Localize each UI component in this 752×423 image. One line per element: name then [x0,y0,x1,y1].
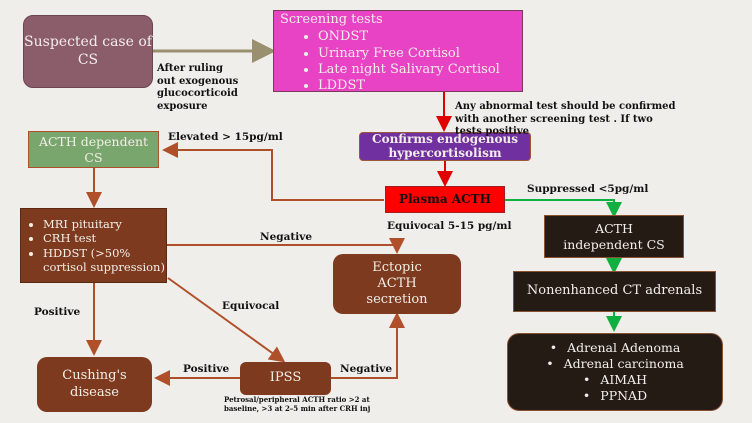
suppressed-label: Suppressed <5pg/ml [527,183,649,195]
ipss-note-label: Petrosal/peripheral ACTH ratio >2 at bas… [224,395,371,413]
arrow-ipss-ectopic [331,312,405,379]
cushings-node: Cushing's disease [37,357,152,412]
test-item: CRH test [43,231,166,245]
acth-independent-node: ACTH independent CS [544,215,684,258]
dependent-tests-node: MRI pituitary CRH test HDDST (>50% corti… [20,208,167,283]
adrenal-item: Adrenal Adenoma [546,340,684,356]
elevated-label: Elevated > 15pg/ml [168,131,283,143]
arrow-plasma-independent [505,199,622,218]
adrenal-list: Adrenal Adenoma Adrenal carcinoma AIMAH … [546,340,684,405]
equivocal-label: Equivocal [222,300,280,312]
screening-list: ONDST Urinary Free Cortisol Late night S… [280,29,500,94]
screening-title: Screening tests [280,12,383,27]
adrenal-list-node: Adrenal Adenoma Adrenal carcinoma AIMAH … [507,333,723,411]
arrow-tests-ectopic [167,238,405,254]
ipss-node: IPSS [240,362,331,395]
test-item: HDDST (>50% cortisol suppression) [43,246,166,275]
abnormal-label: Any abnormal test should be confirmed wi… [455,101,676,137]
adrenal-item: PPNAD [546,388,684,404]
positive-bottom-label: Positive [183,363,230,375]
negative-top-label: Negative [260,231,313,243]
ct-node: Nonenhanced CT adrenals [513,271,716,312]
confirms-node: Confirms endogenous hypercortisolism [359,132,531,161]
arrow-tests-ipss [167,277,286,363]
dependent-tests-list: MRI pituitary CRH test HDDST (>50% corti… [21,217,166,275]
ruling-out-label: After ruling out exogenous glucocorticoi… [157,63,239,112]
suspected-case-node: Suspected case of CS [23,15,153,88]
arrow-plasma-dependent [162,142,384,201]
screening-item: Late night Salivary Cortisol [318,62,500,78]
plasma-acth-node: Plasma ACTH [385,186,505,213]
screening-item: LDDST [318,78,500,94]
adrenal-item: AIMAH [546,372,684,388]
ectopic-node: Ectopic ACTH secretion [333,254,461,314]
positive-left-label: Positive [34,306,81,318]
screening-item: ONDST [318,29,500,45]
equivocal-range-label: Equivocal 5-15 pg/ml [387,220,512,232]
test-item: MRI pituitary [43,217,166,231]
screening-item: Urinary Free Cortisol [318,46,500,62]
adrenal-item: Adrenal carcinoma [546,356,684,372]
screening-tests-node: Screening tests ONDST Urinary Free Corti… [273,10,523,94]
acth-dependent-node: ACTH dependent CS [28,131,159,168]
negative-bottom-label: Negative [340,363,393,375]
